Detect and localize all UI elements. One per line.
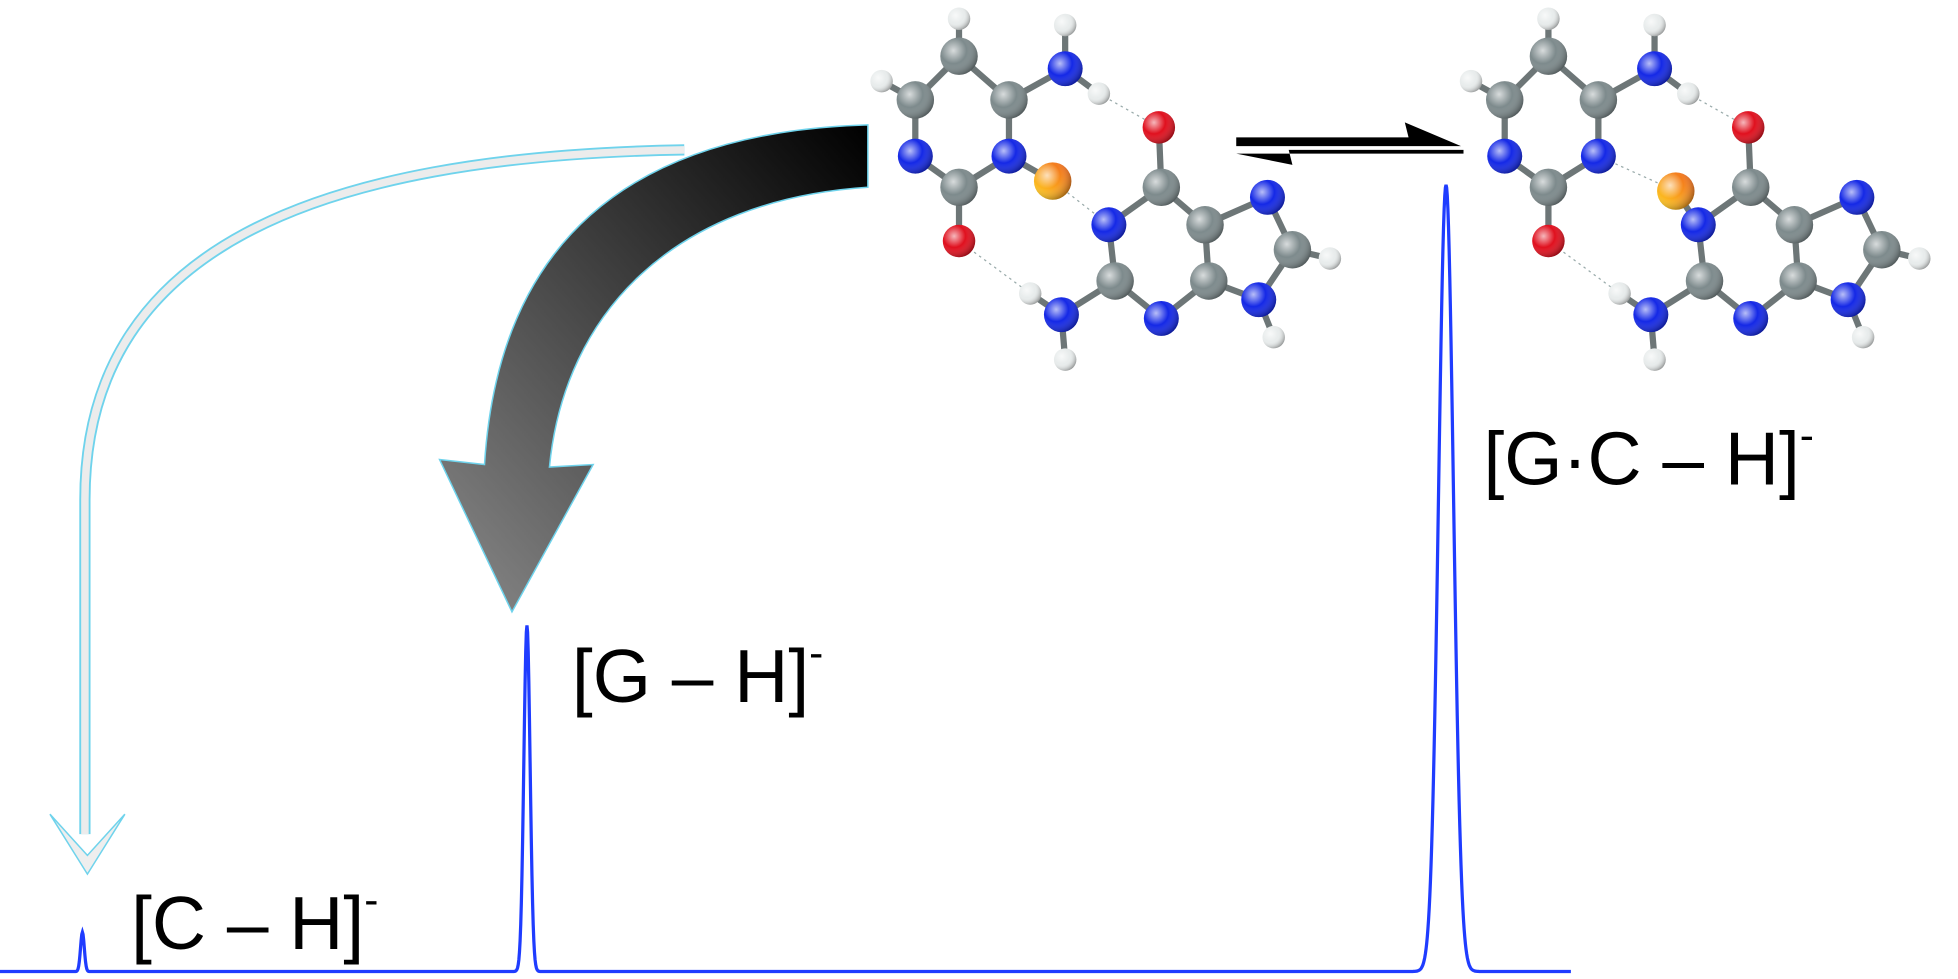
label-c-h-main: [C – H]: [131, 881, 364, 965]
atom-shading: [1839, 179, 1875, 215]
molecule-gc-pair-right: [1459, 7, 1931, 371]
major-dissociation-arrow: [438, 124, 869, 614]
atom-shading: [1190, 262, 1228, 300]
label-g-h: [G – H]-: [572, 629, 823, 718]
atom-shading: [1262, 325, 1285, 349]
atom-shading: [1633, 297, 1669, 333]
atom-shading: [1033, 162, 1072, 200]
label-c-h-charge: -: [364, 876, 378, 923]
atom-shading: [1091, 207, 1127, 243]
atom-shading: [870, 69, 893, 93]
atom-shading: [1318, 247, 1342, 270]
atom-shading: [1186, 206, 1224, 244]
atom-shading: [1047, 51, 1083, 87]
atom-shading: [1485, 81, 1524, 119]
atom-shading: [940, 37, 978, 75]
atom-shading: [1096, 262, 1134, 300]
atom-shading: [1532, 224, 1565, 258]
atom-shading: [1779, 262, 1817, 300]
atom-shading: [1680, 207, 1716, 243]
atom-shading: [1143, 300, 1179, 336]
label-g-h-charge: -: [809, 629, 823, 676]
label-gc-h-main: [G·C – H]: [1483, 417, 1799, 501]
atom-shading: [1529, 168, 1568, 207]
atom-shading: [1851, 325, 1875, 349]
atom-shading: [1537, 7, 1560, 30]
atom-shading: [1273, 231, 1312, 269]
atom-shading: [1459, 69, 1483, 93]
atom-shading: [1637, 51, 1673, 87]
label-gc-h-charge: -: [1800, 412, 1814, 459]
atom-shading: [1657, 172, 1695, 210]
atom-shading: [1731, 111, 1765, 144]
atom-shading: [1685, 262, 1724, 300]
atom-shading: [947, 7, 971, 30]
molecule-gc-pair-left: [870, 7, 1342, 371]
atom-shading: [990, 81, 1028, 119]
atom-shading: [1241, 282, 1277, 318]
atom-shading: [1677, 82, 1700, 105]
atom-shading: [1249, 179, 1285, 215]
atom-shading: [1053, 13, 1077, 37]
atom-shading: [1580, 138, 1616, 174]
atom-shading: [1731, 168, 1770, 207]
atom-shading: [940, 168, 978, 207]
atom-shading: [1830, 282, 1866, 318]
atom-shading: [1043, 297, 1079, 333]
atom-shading: [1608, 282, 1631, 305]
atom-shading: [1863, 231, 1901, 269]
label-c-h: [C – H]-: [131, 876, 378, 965]
atom-shading: [991, 138, 1027, 174]
minor-dissociation-arrow: [49, 144, 685, 876]
label-g-h-main: [G – H]: [572, 634, 809, 718]
atom-shading: [1487, 138, 1523, 174]
atom-shading: [1908, 247, 1931, 270]
atom-shading: [942, 224, 976, 258]
atom-shading: [1733, 300, 1769, 336]
atom-shading: [1775, 206, 1814, 244]
equilibrium-arrows: [1236, 122, 1464, 165]
mass-spectrum-trace: [0, 184, 1571, 974]
label-gc-h: [G·C – H]-: [1483, 412, 1813, 501]
atom-shading: [1018, 282, 1042, 305]
atom-shading: [1087, 82, 1111, 105]
atom-shading: [1643, 13, 1666, 37]
atom-shading: [897, 138, 933, 174]
atom-shading: [1142, 168, 1181, 207]
atom-shading: [1529, 37, 1568, 75]
atom-shading: [896, 81, 935, 119]
atom-shading: [1643, 348, 1666, 371]
atom-shading: [1142, 111, 1176, 144]
atom-shading: [1579, 81, 1618, 119]
atom-shading: [1053, 348, 1077, 371]
